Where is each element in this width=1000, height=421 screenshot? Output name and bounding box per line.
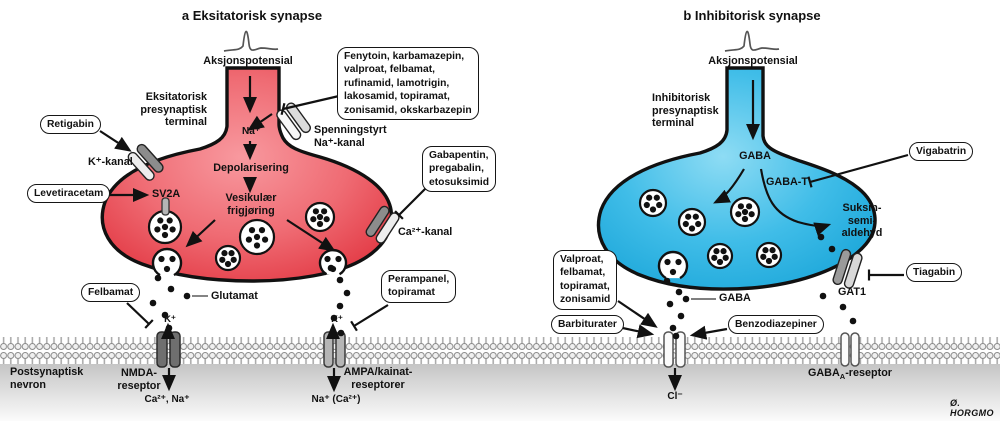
drug-box-levetiracetam: Levetiracetam xyxy=(27,184,111,204)
glutamate-label: Glutamat xyxy=(211,290,258,302)
drug-box-benzodiazepiner: Benzodiazepiner xyxy=(728,315,824,335)
panel-b-title: b Inhibitorisk synapse xyxy=(683,8,821,23)
neurotransmitter-dots xyxy=(149,233,857,340)
gabaa-receptor-icon xyxy=(663,331,686,368)
label-pointer-lines xyxy=(192,295,716,300)
gabaa-receptor-icon-2 xyxy=(840,332,860,367)
k-out-left-label: K⁺ xyxy=(164,314,176,325)
action-potential-waveform-a xyxy=(223,30,279,52)
drug-box-perampanel-group: Perampanel, topiramat xyxy=(381,270,457,303)
synaptic-vesicles xyxy=(147,188,783,272)
succinic-semialdehyde-label: Suksin- semi- aldehyd xyxy=(841,202,883,240)
gabaa-receptor-label: GABAA-reseptor xyxy=(807,367,893,382)
panel-a-title: a Eksitatorisk synapse xyxy=(181,8,323,23)
flow-arrows xyxy=(99,76,832,393)
drug-box-gabapentin-group: Gabapentin, pregabalin, etosuksimid xyxy=(422,146,497,193)
drug-box-felbamat: Felbamat xyxy=(81,283,141,303)
illustrator-signature: Ø. HORGMO xyxy=(950,398,994,418)
postsynaptic-region xyxy=(0,363,1000,421)
cl-ion-label: Cl⁻ xyxy=(667,391,683,402)
na-ion-label: Na⁺ xyxy=(241,126,261,137)
drug-box-tiagabin: Tiagabin xyxy=(906,263,963,283)
gat1-transporter-icon xyxy=(832,248,863,289)
drug-box-barbiturater: Barbiturater xyxy=(551,315,624,335)
potassium-channel-label: K⁺-kanal xyxy=(88,156,133,168)
inhibitory-terminal-label: Inhibitorisk presynaptisk terminal xyxy=(652,92,719,130)
gaba-terminal-label: GABA xyxy=(739,150,771,162)
nmda-ions-label: Ca²⁺, Na⁺ xyxy=(144,394,190,405)
gaba-t-label: GABA-T xyxy=(766,176,808,188)
potassium-channel-icon xyxy=(127,143,164,181)
ampa-receptor-label: AMPA/kainat- reseptorer xyxy=(343,366,413,391)
gat1-label: GAT1 xyxy=(838,286,866,298)
sv2a-protein-icon xyxy=(161,197,170,216)
action-potential-waveform-b xyxy=(724,30,780,52)
ampa-ions-label: Na⁺ (Ca²⁺) xyxy=(311,394,361,405)
depolarization-label: Depolarisering xyxy=(213,162,289,174)
nmda-receptor-label: NMDA- reseptor xyxy=(117,367,161,392)
action-potential-label-a: Aksjonspotensial xyxy=(203,55,293,67)
gaba-cleft-label: GABA xyxy=(719,292,751,304)
inhibition-t-bars xyxy=(126,94,909,332)
sodium-channel-icon xyxy=(276,102,311,141)
excitatory-terminal-label: Eksitatorisk presynaptisk terminal xyxy=(140,91,207,129)
drug-box-valproat-group: Valproat, felbamat, topiramat, zonisamid xyxy=(553,250,618,310)
postsynaptic-neuron-label: Postsynaptisk nevron xyxy=(10,366,84,391)
nmda-receptor-icon xyxy=(156,331,181,368)
postsynaptic-membrane xyxy=(0,337,1000,364)
drug-box-sodium-blockers: Fenytoin, karbamazepin, valproat, felbam… xyxy=(337,47,479,120)
vesicular-release-label: Vesikulær frigjøring xyxy=(225,192,277,217)
calcium-channel-label: Ca²⁺-kanal xyxy=(398,226,453,238)
action-potential-label-b: Aksjonspotensial xyxy=(708,55,798,67)
sv2a-label: SV2A xyxy=(152,188,181,200)
drug-box-retigabin: Retigabin xyxy=(40,115,101,135)
drug-box-vigabatrin: Vigabatrin xyxy=(909,142,974,162)
sodium-channel-label: Spenningstyrt Na⁺-kanal xyxy=(314,124,387,149)
k-out-right-label: K⁺ xyxy=(331,314,343,325)
